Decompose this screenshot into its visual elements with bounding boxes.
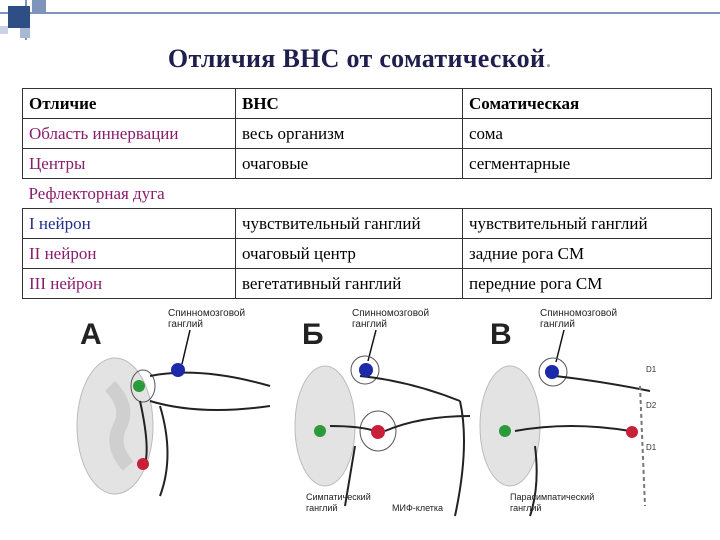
- figure-letter: Б: [302, 318, 324, 351]
- gray-matter: [104, 381, 134, 471]
- pointer-line: [181, 329, 191, 365]
- figure-b: Б Спинномозговой ганглий Симпатический г…: [294, 308, 471, 517]
- header-cell: Отличие: [22, 88, 236, 119]
- figure-label: D1: [646, 443, 657, 452]
- figure-label: Спинномозговой: [540, 308, 617, 319]
- nerve-fiber: [454, 400, 465, 517]
- spinal-cord-section: [479, 365, 541, 487]
- nerve-fiber: [384, 415, 471, 432]
- figure-label: ганглий: [306, 503, 337, 513]
- comparison-table: Отличие ВНС Соматическая Область иннерва…: [22, 88, 712, 299]
- nerve-fiber: [344, 445, 356, 507]
- figure-label: Симпатический: [306, 492, 371, 502]
- decor-square: [8, 6, 30, 28]
- table-row: I нейрон чувствительный ганглий чувствит…: [22, 208, 712, 239]
- table-row: II нейрон очаговый центр задние рога СМ: [22, 238, 712, 269]
- figure-c: В Спинномозговой ганглий D1 D2 D1 Параси…: [479, 308, 657, 517]
- figure-label: ганглий: [168, 319, 203, 330]
- neuron-intercalary: [499, 425, 511, 437]
- nerve-fiber: [514, 425, 631, 432]
- figure-label: ганглий: [352, 319, 387, 330]
- decor-square: [32, 0, 46, 14]
- ganglion-outline: [359, 410, 397, 452]
- neuron-effector: [371, 425, 385, 439]
- neuron-effector: [137, 458, 149, 470]
- ganglion-outline: [350, 355, 380, 385]
- neuron-sensory: [545, 365, 559, 379]
- section-row: Рефлекторная дуга: [22, 178, 712, 209]
- figure-letter: В: [490, 318, 512, 351]
- decor-square: [0, 26, 8, 34]
- spinal-cord-section: [294, 365, 356, 487]
- nerve-fiber: [159, 405, 169, 497]
- table-cell: сегментарные: [462, 148, 712, 179]
- figure-label: Спинномозговой: [352, 308, 429, 319]
- row-label: Область иннервации: [22, 118, 236, 149]
- nerve-fiber: [149, 371, 271, 387]
- nerve-fiber: [149, 400, 271, 411]
- table-cell: передние рога СМ: [462, 268, 712, 299]
- table-header-row: Отличие ВНС Соматическая: [22, 88, 712, 119]
- table-row: Центры очаговые сегментарные: [22, 148, 712, 179]
- nerve-fiber: [529, 445, 538, 517]
- figure-label: Спинномозговой: [168, 308, 245, 319]
- figure-letter: А: [80, 318, 102, 351]
- neuron-sensory: [171, 363, 185, 377]
- decor-line-horizontal: [0, 12, 720, 14]
- page-title: Отличия ВНС от соматической.: [167, 44, 553, 73]
- header-cell: Соматическая: [462, 88, 712, 119]
- nerve-fiber: [554, 375, 651, 392]
- table-cell: весь организм: [235, 118, 463, 149]
- figure-label: Парасимпатический: [510, 492, 594, 502]
- section-label: Рефлекторная дуга: [22, 178, 712, 209]
- figure-label: D2: [646, 401, 657, 410]
- neuron-effector: [626, 426, 638, 438]
- ganglion-outline: [130, 369, 156, 403]
- table-cell: задние рога СМ: [462, 238, 712, 269]
- figure-label: МИФ-клетка: [392, 503, 443, 513]
- pointer-line: [367, 329, 377, 362]
- reflex-arc-diagrams: А Спинномозговой ганглий Б Спинномозгово…: [76, 308, 657, 517]
- header-cell: ВНС: [235, 88, 463, 119]
- table-cell: чувствительный ганглий: [235, 208, 463, 239]
- organ-wall: [639, 385, 646, 507]
- row-label: Центры: [22, 148, 236, 179]
- row-label: II нейрон: [22, 238, 236, 269]
- table-row: III нейрон вегетативный ганглий передние…: [22, 268, 712, 299]
- row-label: III нейрон: [22, 268, 236, 299]
- figure-label: D1: [646, 365, 657, 374]
- figure-a: А Спинномозговой ганглий: [76, 308, 271, 497]
- table-row: Область иннервации весь организм сома: [22, 118, 712, 149]
- decor-square: [20, 28, 30, 38]
- table-cell: очаговый центр: [235, 238, 463, 269]
- figure-label: ганглий: [540, 319, 575, 330]
- row-label: I нейрон: [22, 208, 236, 239]
- pointer-line: [555, 329, 565, 363]
- ganglion-outline: [538, 357, 568, 387]
- table-cell: вегетативный ганглий: [235, 268, 463, 299]
- neuron-intercalary: [314, 425, 326, 437]
- nerve-fiber: [359, 375, 461, 402]
- figure-label: ганглий: [510, 503, 541, 513]
- table-cell: чувствительный ганглий: [462, 208, 712, 239]
- neuron-intercalary: [133, 380, 145, 392]
- neuron-sensory: [359, 363, 373, 377]
- table-cell: сома: [462, 118, 712, 149]
- table-cell: очаговые: [235, 148, 463, 179]
